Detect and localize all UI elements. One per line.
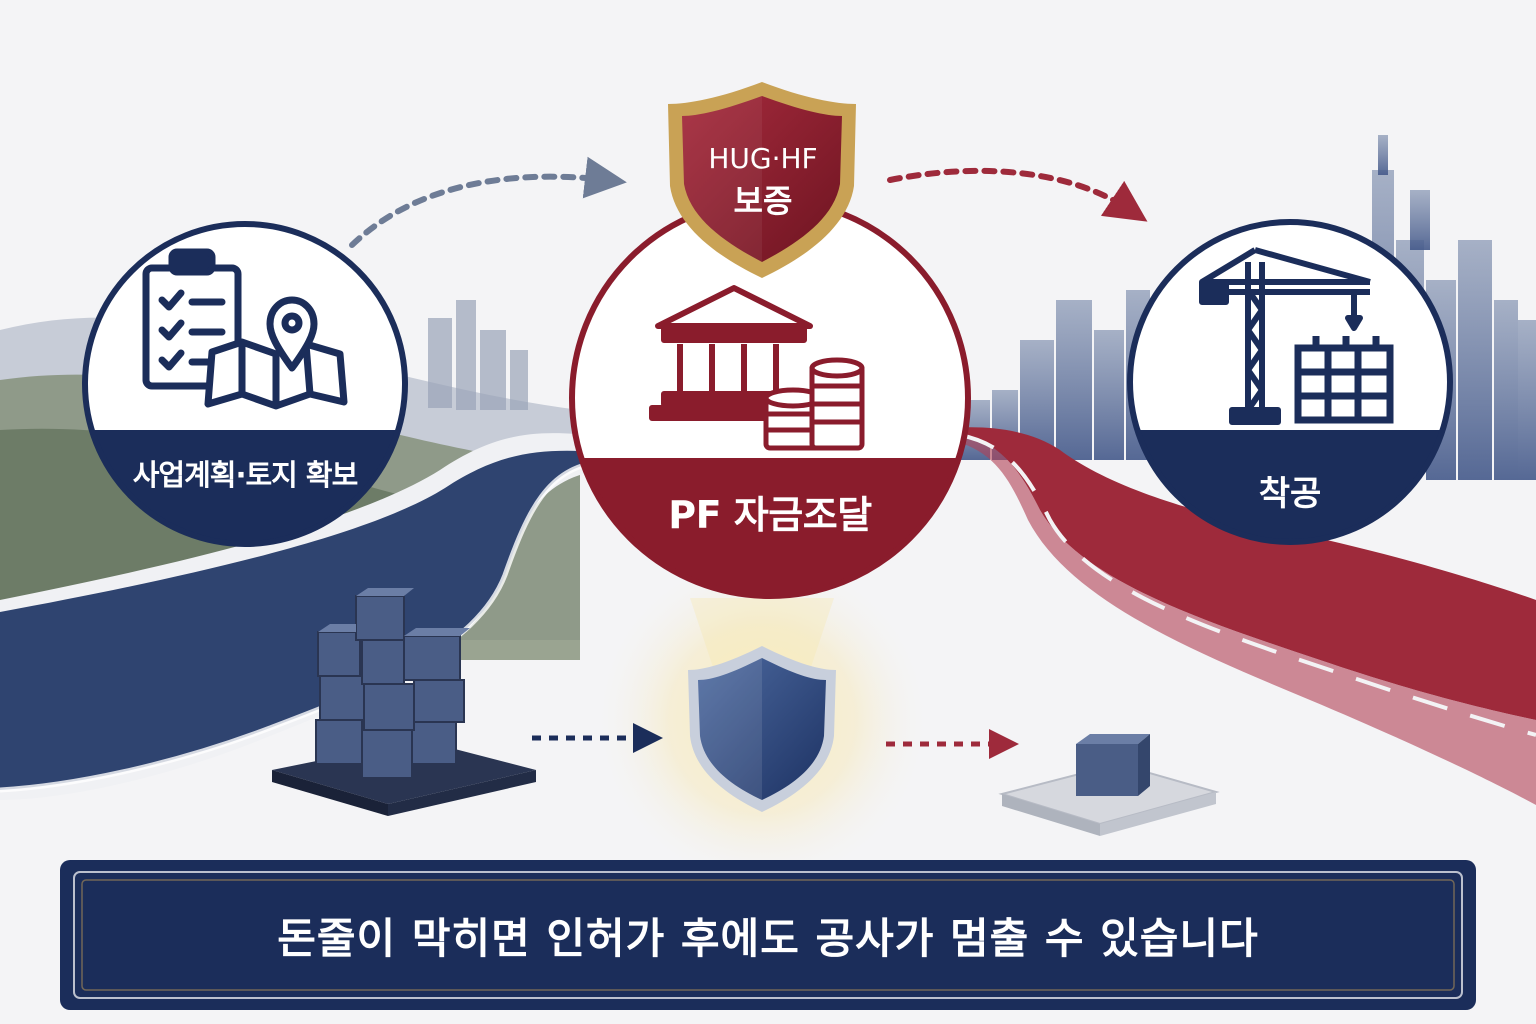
guarantee-badge-line-2: 보증 <box>733 182 793 220</box>
protection-shield-icon <box>688 646 836 812</box>
banner-message: 돈줄이 막히면 인허가 후에도 공사가 멈출 수 있습니다 <box>277 914 1259 963</box>
stacked-blocks-icon <box>272 588 536 816</box>
guarantee-badge-text: HUG·HF 보증 <box>668 138 858 222</box>
bottom-banner <box>60 860 1476 1010</box>
guarantee-shield-badge <box>668 82 856 278</box>
stage-2-label: PF 자금조달 <box>668 493 872 537</box>
city-skyline-left <box>428 300 528 410</box>
building-frame-icon <box>1294 336 1394 424</box>
coin-stack-icon <box>763 357 865 451</box>
arrow-stage1-to-stage2 <box>349 156 627 248</box>
stage-3-label: 착공 <box>1258 474 1322 514</box>
map-pin-icon <box>204 296 348 410</box>
arrow-stage2-to-stage3 <box>887 167 1148 222</box>
tower-crane-icon <box>1199 247 1371 425</box>
guarantee-badge-line-1: HUG·HF <box>708 142 818 175</box>
stage-3-circle <box>1127 219 1453 545</box>
road-red <box>950 427 1536 805</box>
single-block-icon <box>998 734 1220 836</box>
stage-1-label: 사업계획·토지 확보 <box>132 458 359 492</box>
